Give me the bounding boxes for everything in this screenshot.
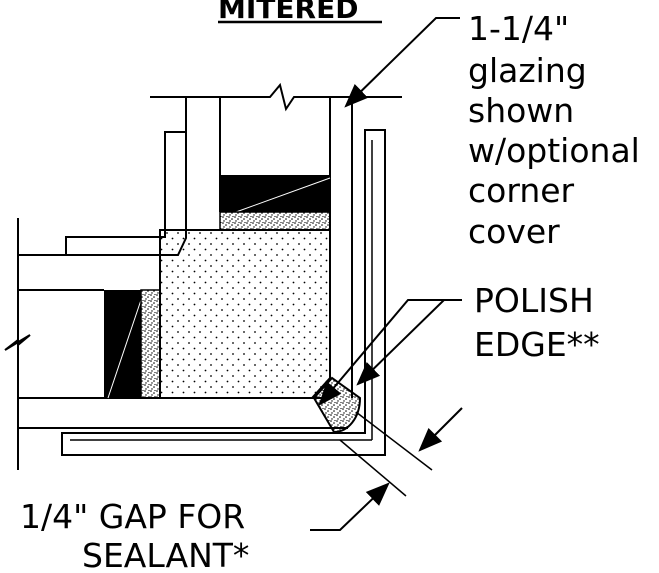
- top-spacer: [219, 211, 331, 231]
- top-break-line: [150, 82, 402, 112]
- glass-pane: [159, 229, 331, 399]
- polish-leader-b: [356, 299, 462, 386]
- left-gasket: [104, 290, 141, 398]
- outer-corner-cover: [61, 129, 386, 456]
- glazing-label-line-2: glazing: [468, 51, 587, 90]
- gap-label-line-1: 1/4" GAP FOR: [20, 497, 245, 536]
- gap-label: 1/4" GAP FOR SEALANT*: [20, 497, 249, 573]
- polish-label-line-2: EDGE**: [474, 325, 600, 364]
- gap-arrow-top: [418, 407, 463, 452]
- gap-extension-1: [355, 411, 433, 471]
- left-gasket-highlight: [107, 299, 142, 399]
- top-gasket: [220, 175, 330, 212]
- glazing-label-line-3: shown: [468, 91, 574, 130]
- left-spacer: [140, 289, 161, 399]
- glazing-label-line-6: cover: [468, 212, 560, 251]
- top-gasket-highlight: [235, 177, 331, 213]
- glazing-label-line-1: 1-1/4": [468, 9, 569, 48]
- polish-label: POLISH EDGE**: [474, 281, 600, 364]
- gap-extension-2: [339, 439, 407, 497]
- glazing-label-line-5: corner: [468, 171, 575, 210]
- left-break-line: [4, 334, 31, 351]
- gap-label-line-2: SEALANT*: [82, 536, 249, 573]
- polish-label-line-1: POLISH: [474, 281, 594, 320]
- glazing-label-line-4: w/optional: [468, 131, 640, 170]
- glazing-label: 1-1/4" glazing shown w/optional corner c…: [468, 9, 640, 251]
- gap-leader: [310, 482, 390, 531]
- glazing-leader: [344, 17, 460, 108]
